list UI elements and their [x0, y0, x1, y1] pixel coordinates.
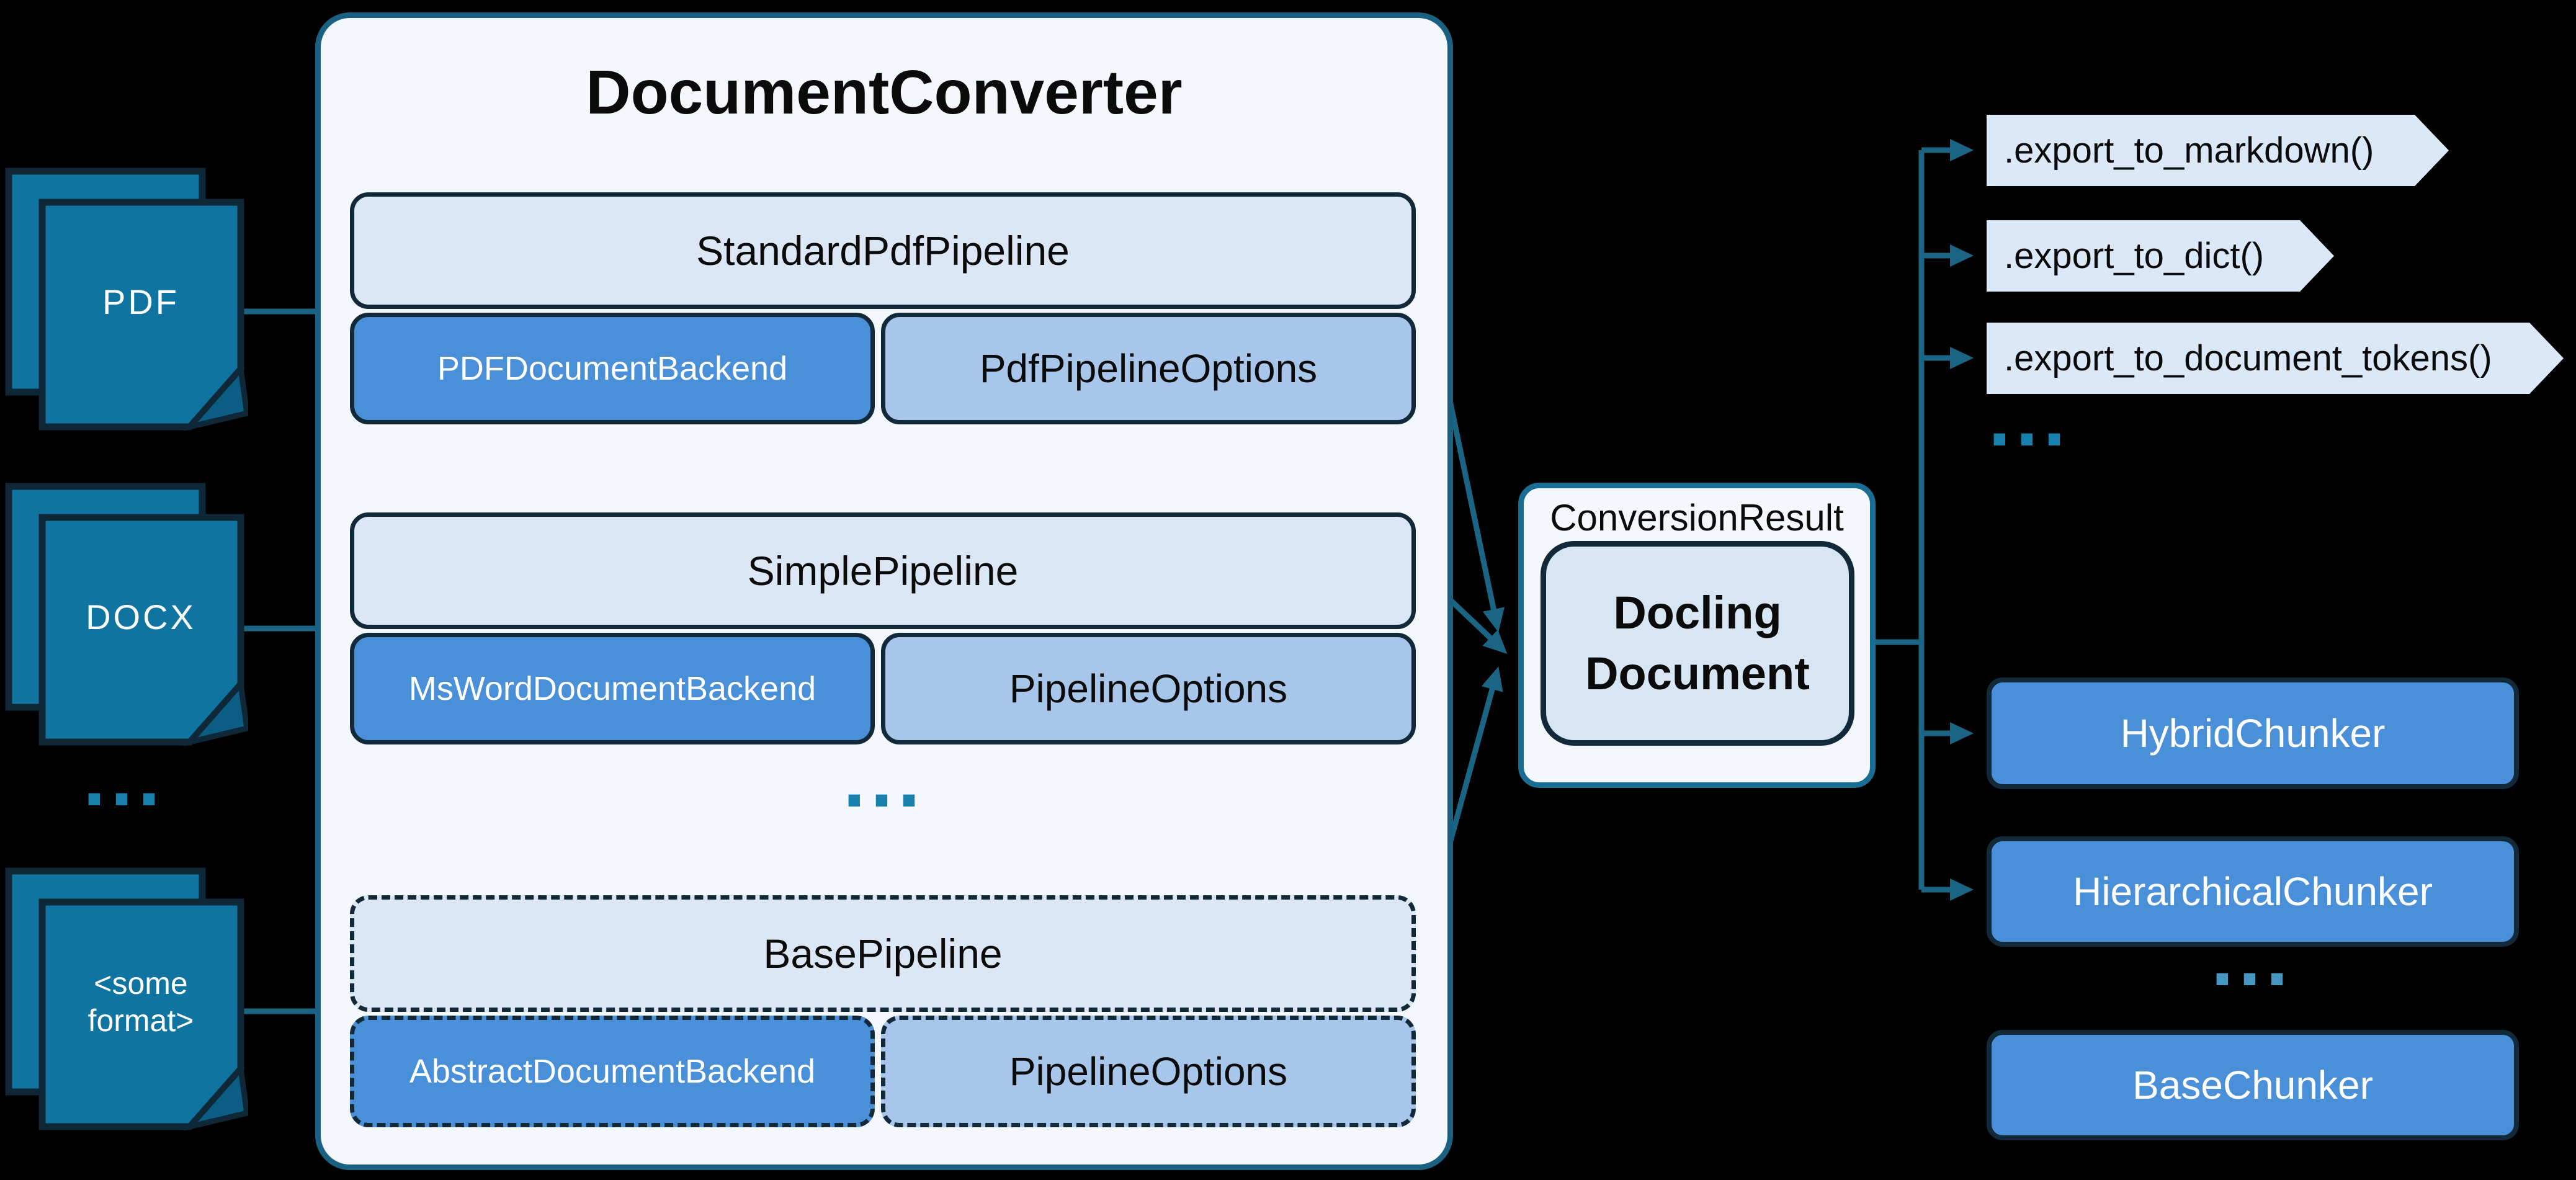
- base-chunker-box: BaseChunker: [1987, 1030, 2519, 1140]
- backend-abstract-document: AbstractDocumentBackend: [350, 1016, 875, 1127]
- conversion-result-label: ConversionResult: [1550, 497, 1844, 539]
- converter-ellipsis: ...: [843, 733, 926, 824]
- options-base-pipeline: PipelineOptions: [881, 1016, 1416, 1127]
- pdf-file-label: PDF: [102, 282, 179, 322]
- some-format-file-icon: [5, 867, 248, 1130]
- hybrid-chunker-box: HybridChunker: [1987, 677, 2519, 789]
- backend-msword-document: MsWordDocumentBackend: [350, 633, 875, 744]
- chunkers-ellipsis: ...: [2211, 912, 2294, 1003]
- export-to-dict: .export_to_dict(): [1987, 220, 2334, 292]
- exports-ellipsis: ...: [1988, 372, 2071, 463]
- pipeline-base: BasePipeline: [350, 895, 1416, 1012]
- options-pipeline: PipelineOptions: [881, 633, 1416, 744]
- docx-file-icon: [5, 483, 248, 746]
- inputs-ellipsis: ...: [83, 732, 166, 823]
- docling-document-box: Docling Document: [1541, 541, 1854, 746]
- document-converter-title: DocumentConverter: [586, 58, 1183, 127]
- export-to-document-tokens: .export_to_document_tokens(): [1987, 323, 2564, 394]
- some-format-file-label: <some format>: [87, 966, 194, 1038]
- pipeline-standard-pdf: StandardPdfPipeline: [350, 192, 1416, 309]
- hierarchical-chunker-box: HierarchicalChunker: [1987, 836, 2519, 947]
- docx-file-label: DOCX: [86, 597, 196, 637]
- pipeline-simple: SimplePipeline: [350, 512, 1416, 629]
- options-pdf-pipeline: PdfPipelineOptions: [881, 313, 1416, 424]
- pdf-file-icon: [5, 168, 248, 431]
- backend-pdf-document: PDFDocumentBackend: [350, 313, 875, 424]
- export-to-markdown: .export_to_markdown(): [1987, 115, 2449, 186]
